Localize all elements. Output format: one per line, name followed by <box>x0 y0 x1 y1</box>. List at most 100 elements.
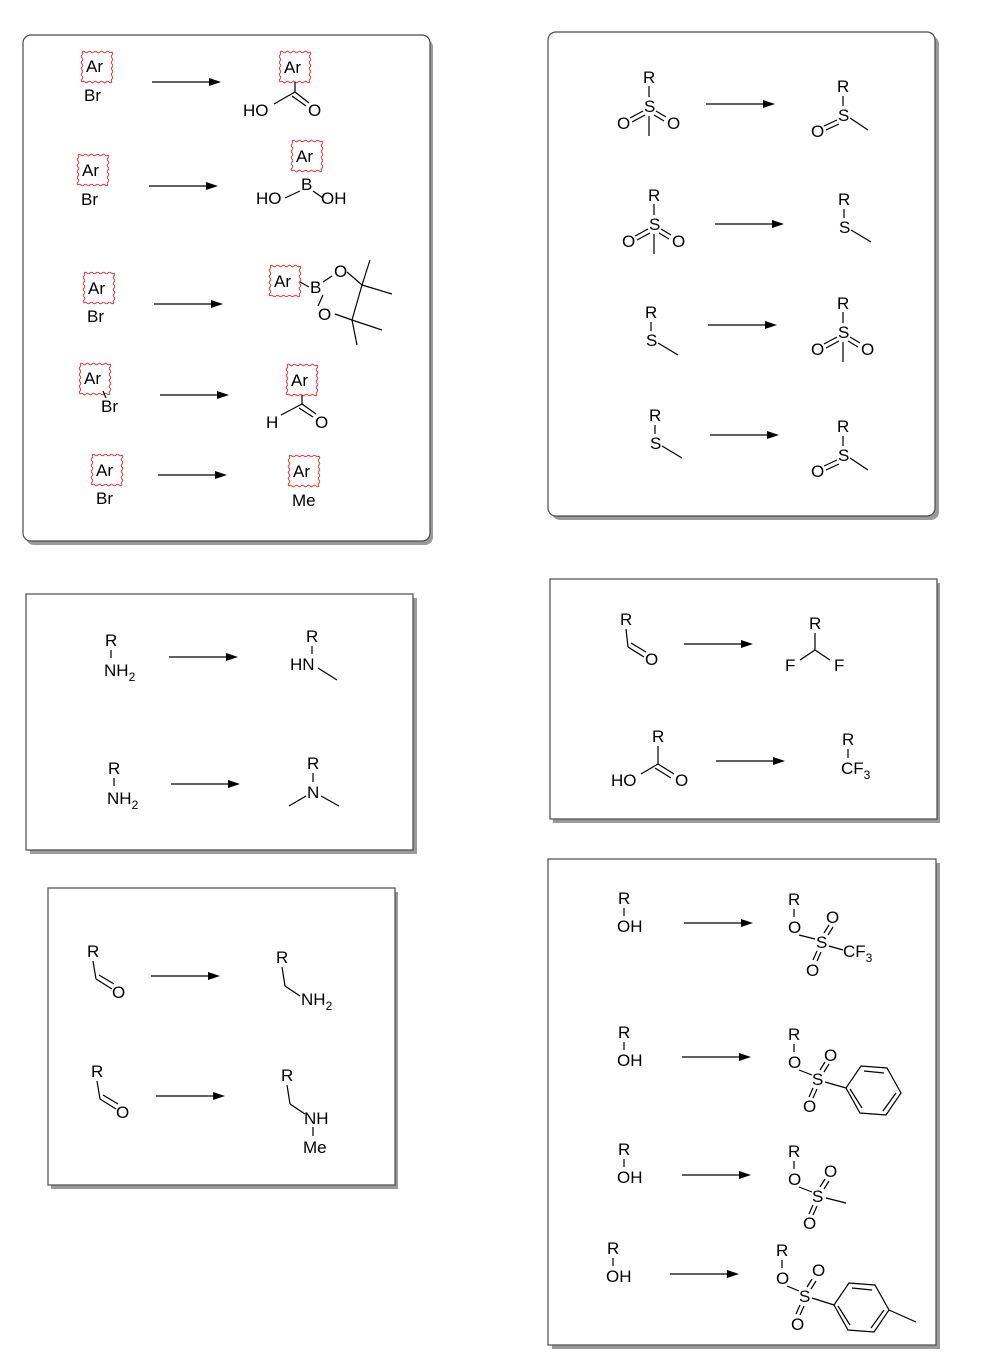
secondary-methylamine-product: R NH Me <box>281 1066 329 1157</box>
r-label: R <box>648 186 660 205</box>
aryl-bromide-panel: Ar Br Ar HO O Ar Br Ar <box>22 34 433 545</box>
r-label: R <box>618 1140 630 1159</box>
reaction-arrow <box>715 220 784 228</box>
r-label: R <box>306 627 318 646</box>
sulfoxide-product: R S O <box>811 417 869 481</box>
oh-label: OH <box>617 1168 643 1187</box>
r-label: R <box>618 1023 630 1042</box>
reaction-arrow <box>158 471 227 479</box>
reaction-arrow <box>169 653 238 661</box>
o-label: O <box>645 650 658 669</box>
difluoromethyl-product: R F F <box>785 614 844 675</box>
sulfur-label: S <box>839 218 850 237</box>
reaction-arrow <box>684 919 753 927</box>
r-label: R <box>105 631 117 650</box>
reaction-arrow <box>716 757 785 765</box>
primary-amine-product: R NH2 <box>276 948 333 1013</box>
benzenesulfonate-product: R O S O O <box>788 1025 902 1116</box>
ar-label: Ar <box>96 461 113 480</box>
sulfur-label: S <box>644 97 655 116</box>
nh-label: NH <box>304 1109 329 1128</box>
sulfide-product: R S <box>838 190 872 243</box>
r-label: R <box>809 614 821 633</box>
o-label: O <box>824 1046 837 1065</box>
ar-label: Ar <box>284 58 301 77</box>
ho-label: HO <box>256 189 282 208</box>
o-label: O <box>672 232 685 251</box>
reaction-arrow <box>684 640 753 648</box>
r-label: R <box>837 417 849 436</box>
sulfur-label: S <box>838 446 849 465</box>
r-label: R <box>620 610 632 629</box>
r-label: R <box>91 1062 103 1081</box>
alcohol-reactant: R OH <box>617 889 643 936</box>
o-label: O <box>826 908 839 927</box>
f-label: F <box>834 656 844 675</box>
o-label: O <box>788 918 801 937</box>
r-label: R <box>788 890 800 909</box>
reaction-arrow <box>682 1053 751 1061</box>
o-label: O <box>811 340 824 359</box>
o-label: O <box>788 1170 801 1189</box>
ar-label: Ar <box>293 462 310 481</box>
oh-label: OH <box>617 1051 643 1070</box>
ho-label: HO <box>611 771 637 790</box>
alcohol-reactant: R OH <box>606 1239 632 1286</box>
r-label: R <box>87 942 99 961</box>
ar-label: Ar <box>274 272 291 291</box>
o-label: O <box>622 232 635 251</box>
o-label: O <box>334 262 347 281</box>
aryl-bromide-reactant: Ar Br <box>80 50 114 105</box>
br-label: Br <box>84 86 101 105</box>
o-label: O <box>315 413 328 432</box>
o-label: O <box>675 771 688 790</box>
sulfonate-ester-panel: R OH R O S O O CF3 R OH <box>547 858 940 1349</box>
alcohol-reactant: R OH <box>617 1140 643 1187</box>
sulfur-oxidation-panel: R S O O R S O R S <box>547 31 939 520</box>
me-label: Me <box>292 491 316 510</box>
r-label: R <box>281 1066 293 1085</box>
primary-amine-reactant: R NH2 <box>104 631 136 684</box>
reaction-arrow <box>151 972 220 980</box>
reaction-arrow <box>152 78 221 86</box>
aldehyde-reactant: R O <box>91 1062 129 1122</box>
br-label: Br <box>81 190 98 209</box>
sulfur-label: S <box>799 1287 810 1306</box>
aryl-bromide-reactant: Ar Br <box>82 271 116 326</box>
reductive-amination-panel: R O R NH2 R O R <box>47 887 398 1189</box>
reaction-arrow <box>710 431 779 439</box>
ar-label: Ar <box>82 161 99 180</box>
boron-label: B <box>310 278 321 297</box>
me-label: Me <box>303 1138 327 1157</box>
r-label: R <box>618 889 630 908</box>
r-label: R <box>838 190 850 209</box>
o-label: O <box>824 1162 837 1181</box>
o-label: O <box>116 1103 129 1122</box>
cf-label: CF3 <box>843 942 873 965</box>
sulfoxide-product: R S O <box>811 77 869 141</box>
sulfur-label: S <box>812 1070 823 1089</box>
o-label: O <box>308 101 321 120</box>
aryl-carboxylic-acid-product: Ar HO O <box>243 50 321 120</box>
r-label: R <box>645 303 657 322</box>
r-label: R <box>643 68 655 87</box>
reaction-arrow <box>682 1171 751 1179</box>
aryl-boronic-pinacol-ester-product: Ar B O O <box>268 259 393 346</box>
amine-methylation-panel: R NH2 R HN R NH2 R N <box>25 593 417 854</box>
aryl-methyl-product: Ar Me <box>287 454 321 510</box>
oh-label: OH <box>606 1267 632 1286</box>
n-label: N <box>307 783 319 802</box>
reaction-arrow <box>708 321 777 329</box>
r-label: R <box>108 759 120 778</box>
reaction-arrow <box>149 182 218 190</box>
ar-label: Ar <box>84 369 101 388</box>
triflate-product: R O S O O CF3 <box>788 890 873 980</box>
ar-label: Ar <box>88 279 105 298</box>
o-label: O <box>791 1315 804 1334</box>
o-label: O <box>811 462 824 481</box>
r-label: R <box>837 77 849 96</box>
sulfur-label: S <box>646 331 657 350</box>
o-label: O <box>318 305 331 324</box>
aryl-aldehyde-product: Ar H O <box>266 363 328 432</box>
sulfone-product: R S O O <box>811 294 874 362</box>
